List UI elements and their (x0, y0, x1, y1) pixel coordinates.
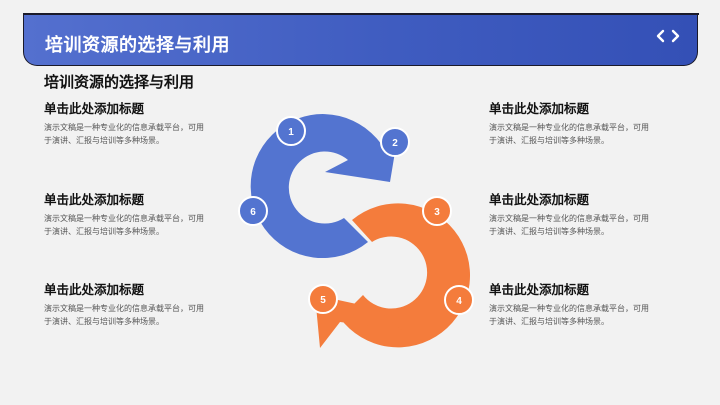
item-desc-line1: 演示文稿是一种专业化的信息承载平台，可用 (44, 214, 204, 223)
text-block-5[interactable]: 单击此处添加标题 演示文稿是一种专业化的信息承载平台，可用 于演讲、汇报与培训等… (44, 282, 244, 328)
item-title[interactable]: 单击此处添加标题 (489, 192, 590, 207)
svg-text:4: 4 (456, 296, 462, 307)
badge-2[interactable]: 2 (380, 127, 410, 157)
blue-arrow-shape (250, 114, 397, 259)
item-title[interactable]: 单击此处添加标题 (44, 282, 145, 297)
item-desc-line1: 演示文稿是一种专业化的信息承载平台，可用 (44, 304, 204, 313)
item-desc-line2: 于演讲、汇报与培训等多种场景。 (489, 317, 609, 326)
badge-6[interactable]: 6 (238, 196, 268, 226)
item-title[interactable]: 单击此处添加标题 (489, 101, 590, 116)
orange-arrow-shape (315, 203, 471, 348)
badge-4[interactable]: 4 (444, 285, 474, 315)
text-block-1[interactable]: 单击此处添加标题 演示文稿是一种专业化的信息承载平台，可用 于演讲、汇报与培训等… (44, 101, 244, 147)
header-bar: 培训资源的选择与利用 (22, 13, 699, 66)
item-title[interactable]: 单击此处添加标题 (44, 192, 145, 207)
text-block-6[interactable]: 单击此处添加标题 演示文稿是一种专业化的信息承载平台，可用 于演讲、汇报与培训等… (44, 192, 244, 238)
item-desc-line1: 演示文稿是一种专业化的信息承载平台，可用 (44, 123, 204, 132)
item-desc-line2: 于演讲、汇报与培训等多种场景。 (44, 317, 164, 326)
item-desc-line2: 于演讲、汇报与培训等多种场景。 (489, 227, 609, 236)
item-desc-line2: 于演讲、汇报与培训等多种场景。 (489, 136, 609, 145)
chevron-right-icon[interactable] (671, 29, 681, 43)
item-title[interactable]: 单击此处添加标题 (489, 282, 590, 297)
chevron-left-icon[interactable] (655, 29, 665, 43)
badge-3[interactable]: 3 (422, 196, 452, 226)
svg-text:1: 1 (288, 127, 294, 138)
item-desc-line1: 演示文稿是一种专业化的信息承载平台，可用 (489, 214, 649, 223)
svg-text:5: 5 (320, 295, 326, 306)
svg-text:6: 6 (250, 207, 256, 218)
svg-text:3: 3 (434, 207, 440, 218)
item-desc-line2: 于演讲、汇报与培训等多种场景。 (44, 227, 164, 236)
svg-text:2: 2 (392, 138, 398, 149)
item-desc-line1: 演示文稿是一种专业化的信息承载平台，可用 (489, 304, 649, 313)
text-block-4[interactable]: 单击此处添加标题 演示文稿是一种专业化的信息承载平台，可用 于演讲、汇报与培训等… (489, 282, 689, 328)
cycle-diagram: 1 2 3 4 5 6 (230, 100, 490, 350)
badge-1[interactable]: 1 (276, 116, 306, 146)
item-desc-line1: 演示文稿是一种专业化的信息承载平台，可用 (489, 123, 649, 132)
section-subtitle: 培训资源的选择与利用 (44, 73, 195, 91)
badge-5[interactable]: 5 (308, 284, 338, 314)
text-block-2[interactable]: 单击此处添加标题 演示文稿是一种专业化的信息承载平台，可用 于演讲、汇报与培训等… (489, 101, 689, 147)
item-desc-line2: 于演讲、汇报与培训等多种场景。 (44, 136, 164, 145)
nav-arrows (655, 29, 681, 43)
text-block-3[interactable]: 单击此处添加标题 演示文稿是一种专业化的信息承载平台，可用 于演讲、汇报与培训等… (489, 192, 689, 238)
page-title: 培训资源的选择与利用 (45, 35, 230, 56)
item-title[interactable]: 单击此处添加标题 (44, 101, 145, 116)
